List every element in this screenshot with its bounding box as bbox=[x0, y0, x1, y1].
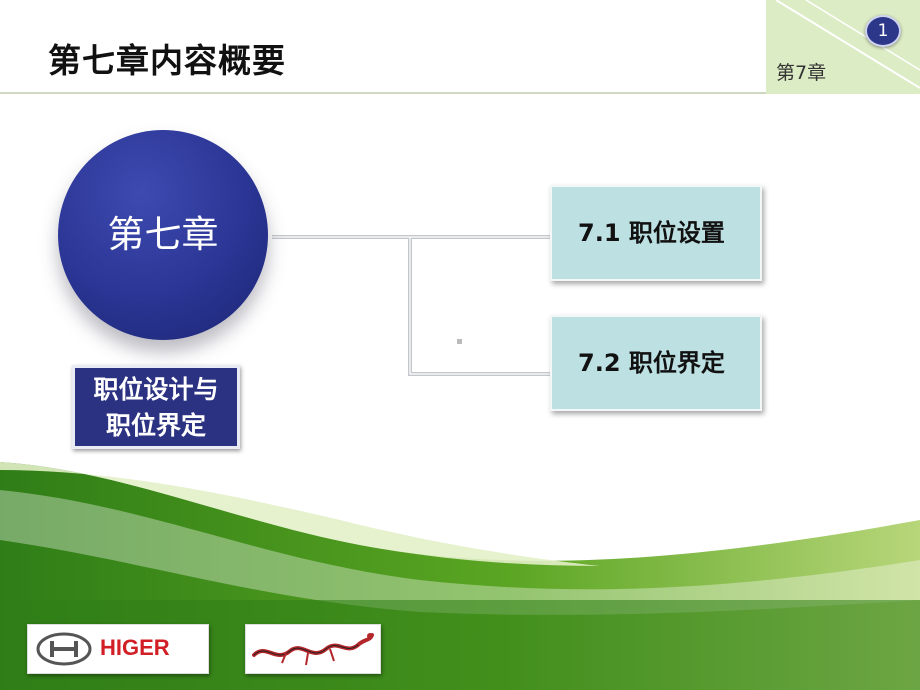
placeholder-dot bbox=[457, 339, 462, 344]
chapter-subtitle-line-1: 职位设计与 bbox=[93, 375, 219, 404]
header-divider bbox=[0, 92, 766, 94]
dragon-logo bbox=[245, 624, 381, 674]
chapter-tag: 第7章 bbox=[776, 62, 827, 84]
corner-panel bbox=[766, 0, 920, 94]
higer-logo: HIGER bbox=[27, 624, 209, 674]
section-item-7-1[interactable]: 7.1 职位设置 bbox=[550, 185, 762, 281]
dragon-icon bbox=[252, 633, 374, 666]
page-number-badge: 1 bbox=[865, 15, 901, 47]
chapter-circle-label: 第七章 bbox=[107, 213, 219, 256]
higer-logo-text: HIGER bbox=[100, 635, 170, 660]
chapter-circle: 第七章 bbox=[58, 130, 268, 340]
page-title: 第七章内容概要 bbox=[48, 41, 286, 80]
corner-diagonal-lines bbox=[775, 0, 920, 89]
chapter-subtitle-line-2: 职位界定 bbox=[105, 411, 206, 440]
section-item-7-2[interactable]: 7.2 职位界定 bbox=[550, 315, 762, 411]
chapter-subtitle-box: 职位设计与 职位界定 bbox=[72, 365, 240, 449]
higer-emblem-icon bbox=[36, 632, 92, 666]
